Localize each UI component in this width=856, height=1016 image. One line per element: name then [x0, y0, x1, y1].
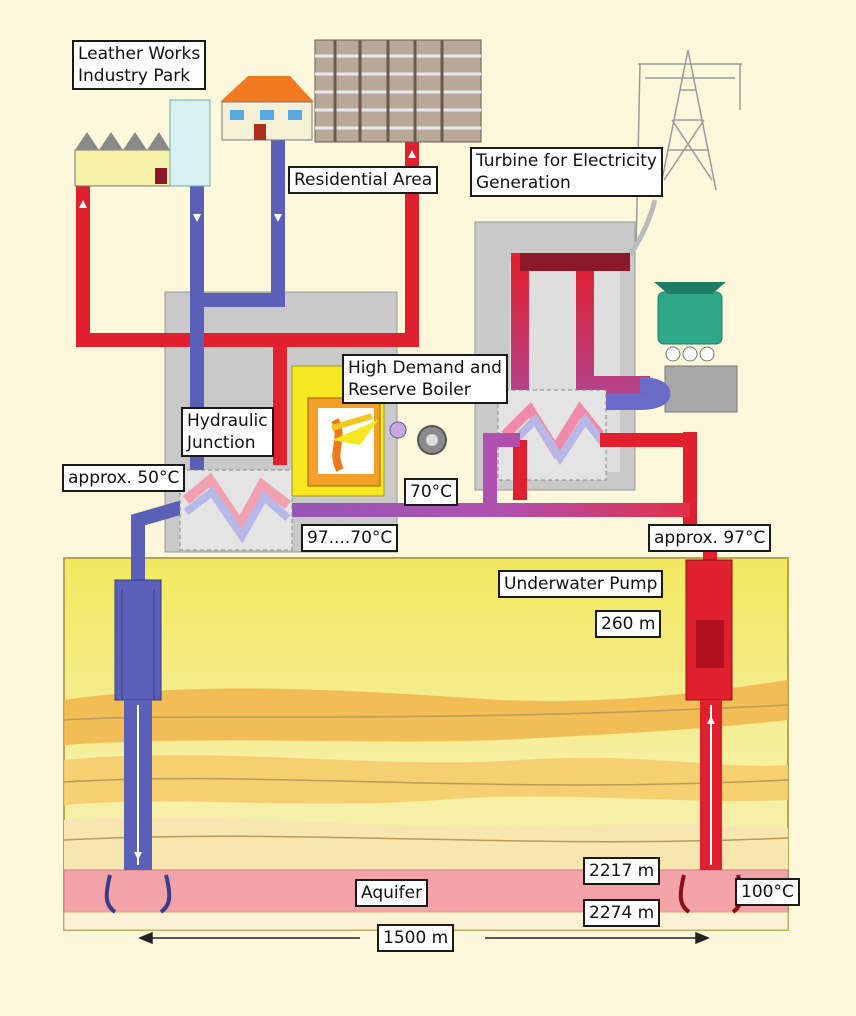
label-aquifer: Aquifer: [355, 879, 429, 907]
mixed-return-pipe: [215, 433, 690, 517]
apartment-building: [314, 39, 482, 143]
ground: [63, 557, 789, 931]
industry-building: [74, 99, 211, 187]
distance-arrow: [138, 931, 710, 945]
label-residential-area: Residential Area: [288, 166, 439, 194]
label-depth-2217: 2217 m: [583, 857, 661, 885]
power-pylon: [635, 49, 742, 251]
label-temp-70: 70°C: [404, 478, 459, 506]
label-boiler: High Demand and Reserve Boiler: [342, 354, 508, 404]
hydraulic-junction: [179, 469, 293, 551]
label-depth-2274: 2274 m: [583, 899, 661, 927]
boiler: [291, 365, 447, 497]
label-leather-works: Leather Works Industry Park: [72, 40, 207, 90]
label-underwater-pump: Underwater Pump: [498, 570, 664, 598]
label-depth-260: 260 m: [595, 610, 662, 638]
label-temp-100: 100°C: [735, 878, 800, 906]
label-distance-1500: 1500 m: [377, 924, 455, 952]
label-turbine: Turbine for Electricity Generation: [470, 147, 663, 197]
label-temp-97-70: 97....70°C: [301, 524, 399, 552]
residential-building: [220, 76, 314, 141]
injection-well: [104, 579, 172, 914]
flow-markers: [79, 150, 715, 860]
label-temp-50: approx. 50°C: [62, 464, 186, 492]
generator: [654, 282, 738, 413]
label-hydraulic-junction: Hydraulic Junction: [181, 407, 274, 457]
label-temp-97: approx. 97°C: [648, 524, 772, 552]
